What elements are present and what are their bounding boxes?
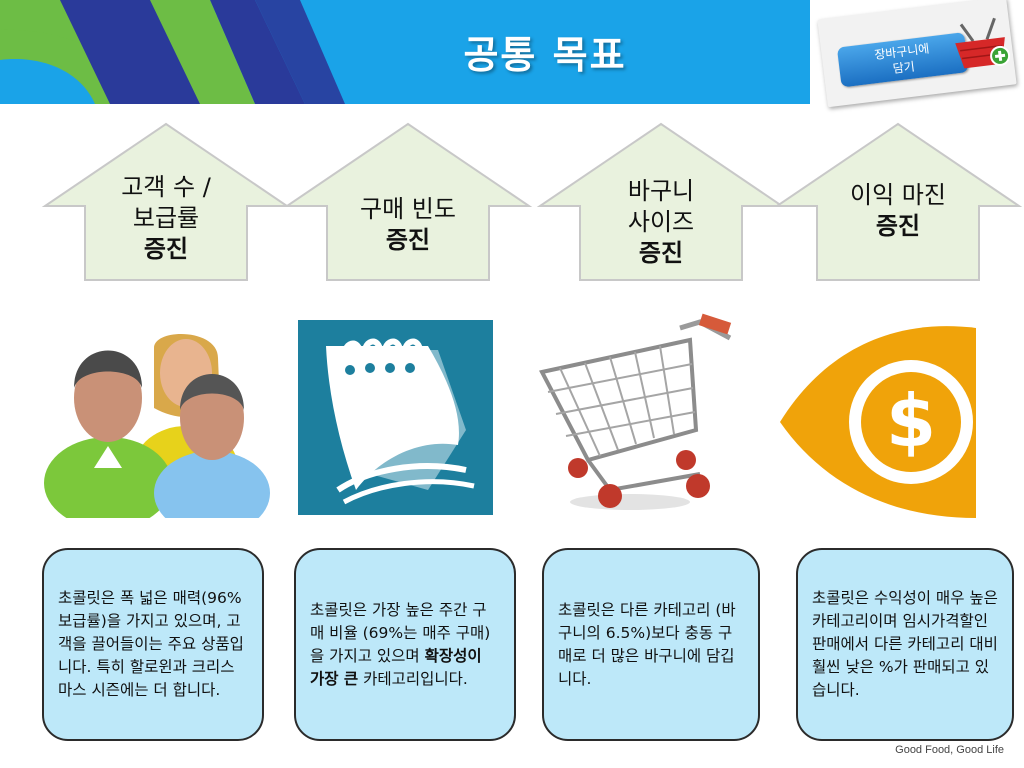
goal-arrow-basket-size: 바구니 사이즈 증진 [536, 122, 786, 286]
add-to-basket-badge-area: 장바구니에 담기 [810, 0, 1024, 108]
arrow-shape [41, 122, 291, 281]
goal-label-emph: 증진 [143, 235, 189, 263]
people-icon [36, 318, 272, 535]
svg-text:$: $ [886, 379, 936, 463]
goal-label-line1: 바구니 [627, 177, 695, 205]
goal-label-line2: 보급률 [132, 204, 200, 232]
description-bubble-customers: 초콜릿은 폭 넓은 매력(96% 보급률)을 가지고 있으며, 고객을 끌어들이… [42, 548, 264, 741]
header-banner: 공통 목표 [0, 0, 810, 104]
calendar-icon [298, 320, 493, 515]
goal-arrow-frequency: 구매 빈도 증진 [283, 122, 533, 286]
add-to-basket-badge[interactable]: 장바구니에 담기 [817, 0, 1017, 108]
goal-label-emph: 증진 [638, 239, 684, 267]
description-bubble-margin: 초콜릿은 수익성이 매우 높은 카테고리이며 임시가격할인 판매에서 다른 카테… [796, 548, 1014, 741]
arrow-shape [283, 122, 533, 281]
shopping-cart-icon [530, 310, 740, 524]
goal-label-line1: 이익 마진 [850, 181, 946, 209]
goal-label-emph: 증진 [875, 212, 921, 240]
description-text: 초콜릿은 가장 높은 주간 구매 비율 (69%는 매주 구매)을 가지고 있으… [310, 599, 500, 691]
goal-label-line2: 사이즈 [627, 208, 695, 236]
goal-arrow-margin: 이익 마진 증진 [773, 122, 1023, 286]
description-text: 초콜릿은 다른 카테고리 (바구니의 6.5%)보다 충동 구매로 더 많은 바… [558, 600, 736, 688]
goal-label-emph: 증진 [385, 226, 431, 254]
basket-icon [955, 17, 1011, 69]
page-title: 공통 목표 [463, 33, 627, 77]
goal-label-line1: 구매 빈도 [360, 195, 456, 223]
add-to-basket-button[interactable]: 장바구니에 담기 [836, 32, 969, 88]
goal-label-line1: 고객 수 / [121, 173, 211, 201]
description-bubble-frequency: 초콜릿은 가장 높은 주간 구매 비율 (69%는 매주 구매)을 가지고 있으… [294, 548, 516, 741]
goal-arrow-customers: 고객 수 / 보급률 증진 [41, 122, 291, 286]
description-text: 초콜릿은 폭 넓은 매력(96% 보급률)을 가지고 있으며, 고객을 끌어들이… [58, 589, 244, 699]
description-text-post: 카테고리입니다. [358, 669, 468, 688]
description-bubble-basket: 초콜릿은 다른 카테고리 (바구니의 6.5%)보다 충동 구매로 더 많은 바… [542, 548, 760, 741]
footer-tagline: Good Food, Good Life [895, 744, 1004, 756]
description-text-pre: 초콜릿은 가장 높은 주간 구매 비율 (69%는 매주 구매)을 가지고 있으… [310, 600, 491, 665]
description-text-bold: 확장성이 가장 큰 [310, 646, 482, 688]
header-decoration [0, 0, 345, 104]
dollar-icon: $ [776, 318, 981, 522]
description-text: 초콜릿은 수익성이 매우 높은 카테고리이며 임시가격할인 판매에서 다른 카테… [812, 589, 998, 699]
arrow-shape [773, 122, 1023, 281]
